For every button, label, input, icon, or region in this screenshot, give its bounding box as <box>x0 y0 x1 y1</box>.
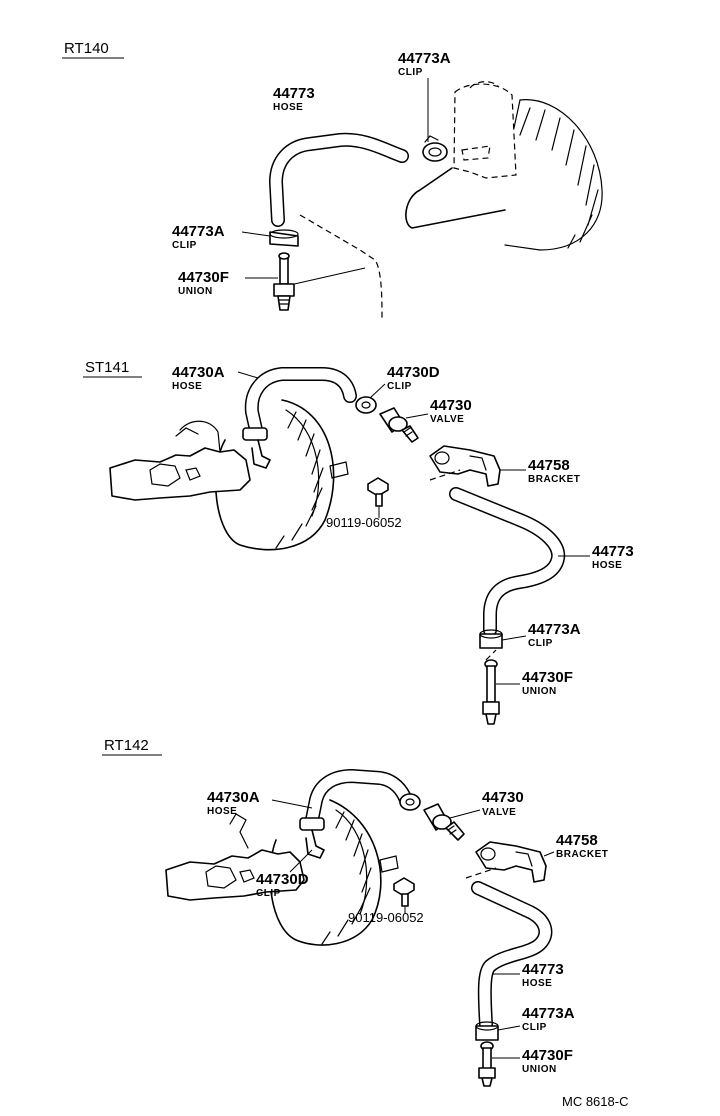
clip-44730d <box>355 396 377 414</box>
label-name-clip: CLIP <box>387 381 412 392</box>
bolt-90119-06052 <box>393 877 415 907</box>
brake-booster-drawing <box>289 81 603 319</box>
label-number-44773a: 44773A <box>522 1005 575 1022</box>
section-st141: ST141 <box>83 359 634 725</box>
catalog-code: MC 8618-C <box>562 1094 628 1109</box>
label-name-hose: HOSE <box>172 381 202 392</box>
clip-44730d-valve-side <box>399 793 421 811</box>
label-number-44730d: 44730D <box>387 364 440 381</box>
label-name-bracket: BRACKET <box>556 849 608 860</box>
hose-44773 <box>270 134 408 226</box>
hose-44773 <box>472 882 551 1030</box>
clip-44730d-booster-side <box>242 427 271 469</box>
label-number-44758: 44758 <box>556 832 598 849</box>
label-number-44773: 44773 <box>592 543 634 560</box>
label-name-clip-lower: CLIP <box>172 240 197 251</box>
bracket-44758 <box>429 445 501 487</box>
label-name-hose-lower: HOSE <box>592 560 622 571</box>
brake-booster-drawing <box>109 399 349 551</box>
label-name-hose: HOSE <box>207 806 237 817</box>
label-number-44773: 44773 <box>522 961 564 978</box>
label-number-44730: 44730 <box>482 789 524 806</box>
label-number-44773: 44773 <box>273 85 315 102</box>
union-44730f <box>273 252 295 311</box>
label-name-clip-top: CLIP <box>398 67 423 78</box>
section-rt140: RT140 <box>62 40 603 319</box>
bolt-90119-06052 <box>367 477 389 507</box>
label-number-44773a: 44773A <box>528 621 581 638</box>
label-number-90119-06052: 90119-06052 <box>326 515 402 530</box>
label-number-44730f: 44730F <box>522 1047 573 1064</box>
section-title-rt142: RT142 <box>104 737 149 754</box>
label-name-union: UNION <box>522 1064 557 1075</box>
label-name-valve: VALVE <box>482 807 516 818</box>
label-number-44730a: 44730A <box>207 789 260 806</box>
label-number-44758: 44758 <box>528 457 570 474</box>
hose-44730a <box>306 770 412 826</box>
label-name-union: UNION <box>522 686 557 697</box>
clip-44773a-top <box>422 135 448 162</box>
label-number-44773a-top: 44773A <box>398 50 451 67</box>
bracket-44758 <box>475 841 547 883</box>
clip-44773a <box>475 1021 499 1041</box>
union-44730f <box>482 659 500 725</box>
label-name-bracket: BRACKET <box>528 474 580 485</box>
label-number-44730d: 44730D <box>256 871 309 888</box>
label-name-clip-lower: CLIP <box>528 638 553 649</box>
hose-44773 <box>450 488 564 636</box>
union-44730f <box>478 1041 496 1087</box>
label-name-hose-lower: HOSE <box>522 978 552 989</box>
label-name-clip-lower: CLIP <box>522 1022 547 1033</box>
label-number-44730f: 44730F <box>522 669 573 686</box>
valve-44730 <box>423 803 465 841</box>
clip-44773a-lower <box>269 229 299 247</box>
label-number-44730: 44730 <box>430 397 472 414</box>
label-number-44773a-lower: 44773A <box>172 223 225 240</box>
section-rt142: RT142 <box>102 737 608 1087</box>
label-name-union: UNION <box>178 286 213 297</box>
label-name-clip: CLIP <box>256 888 281 899</box>
label-name-valve: VALVE <box>430 414 464 425</box>
section-title-st141: ST141 <box>85 359 129 376</box>
label-name-hose: HOSE <box>273 102 303 113</box>
valve-44730 <box>379 407 419 443</box>
label-number-90119-06052: 90119-06052 <box>348 910 424 925</box>
clip-44773a <box>479 629 503 649</box>
section-title-rt140: RT140 <box>64 40 109 57</box>
label-number-44730f: 44730F <box>178 269 229 286</box>
hose-44730a <box>246 368 356 436</box>
label-number-44730a: 44730A <box>172 364 225 381</box>
